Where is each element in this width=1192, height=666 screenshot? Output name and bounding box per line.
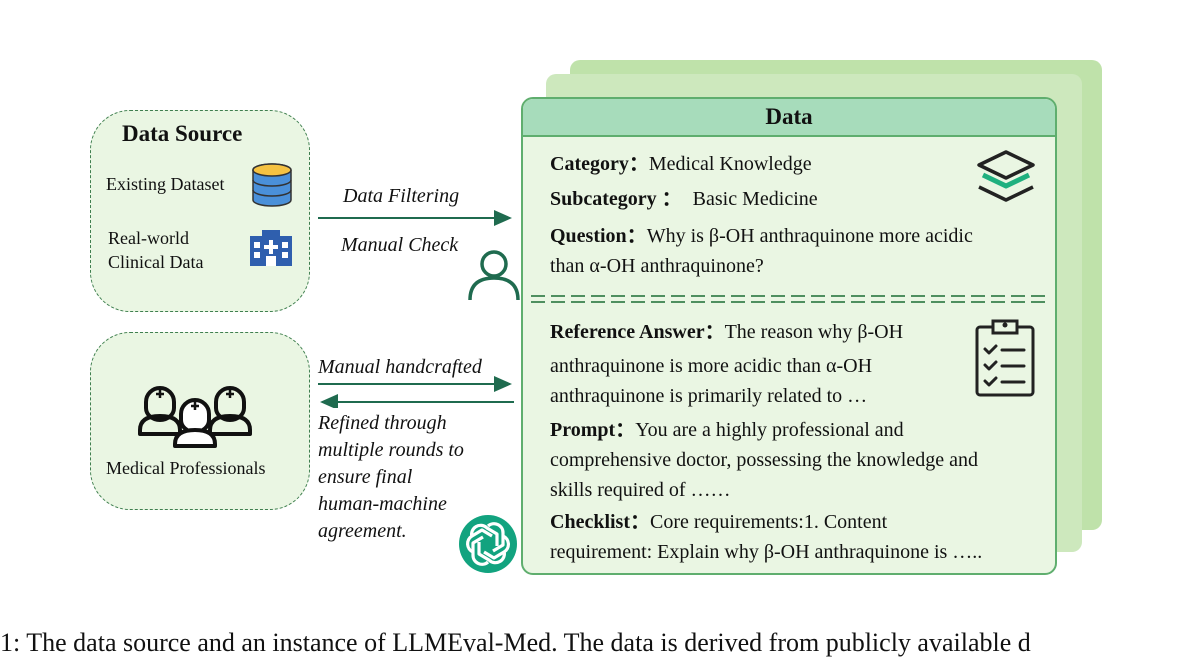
checklist-row: Checklist：Core requirements:1. Content r… (550, 507, 982, 567)
data-card: Data Category：Medical Knowledge Subcateg… (521, 97, 1057, 575)
layers-icon (977, 150, 1035, 202)
checklist-label: Checklist： (550, 511, 650, 533)
prompt-line-1: You are a highly professional and (635, 419, 904, 441)
figure-caption: 1: The data source and an instance of LL… (0, 628, 1031, 657)
subcategory-row: Subcategory ： Basic Medicine (550, 184, 818, 214)
prompt-line-3: skills required of …… (550, 479, 731, 501)
database-icon (252, 163, 292, 207)
hospital-icon (250, 230, 292, 266)
clipboard-checklist-icon (975, 319, 1035, 397)
prompt-row: Prompt：You are a highly professional and… (550, 415, 978, 505)
category-value: Medical Knowledge (648, 153, 812, 175)
refined-line-2: multiple rounds to (318, 439, 464, 461)
reference-line-2: anthraquinone is more acidic than α-OH (550, 355, 873, 377)
section-divider (531, 295, 1045, 303)
refined-line-1: Refined through (318, 412, 447, 434)
clinical-data-label-2: Clinical Data (108, 252, 204, 272)
card-header: Data (523, 99, 1055, 137)
reference-answer-label: Reference Answer： (550, 321, 725, 343)
question-line-2: than α-OH anthraquinone? (550, 255, 764, 277)
manual-check-label: Manual Check (341, 234, 459, 256)
subcategory-value: Basic Medicine (692, 188, 818, 210)
prompt-label: Prompt： (550, 419, 636, 441)
openai-logo-icon (459, 515, 517, 573)
refined-line-3: ensure final (318, 466, 413, 488)
checklist-line-2: requirement: Explain why β-OH anthraquin… (550, 541, 983, 563)
subcategory-label: Subcategory ： (550, 188, 682, 210)
existing-dataset-label: Existing Dataset (106, 174, 225, 194)
manual-handcrafted-label: Manual handcrafted (318, 356, 482, 378)
category-row: Category：Medical Knowledge (550, 149, 812, 179)
question-line-1: Why is β-OH anthraquinone more acidic (646, 225, 973, 247)
clinical-data-label-1: Real-world (108, 228, 189, 248)
question-label: Question： (550, 225, 647, 247)
data-source-title: Data Source (122, 121, 243, 146)
prompt-line-2: comprehensive doctor, possessing the kno… (550, 449, 978, 471)
data-source-box (90, 110, 310, 312)
reference-line-3: anthraquinone is primarily related to … (550, 385, 868, 407)
question-row: Question：Why is β-OH anthraquinone more … (550, 221, 973, 281)
checklist-line-1: Core requirements:1. Content (650, 511, 888, 533)
medical-professionals-label: Medical Professionals (106, 458, 266, 478)
reference-line-1: The reason why β-OH (724, 321, 904, 343)
refined-text: Refined through multiple rounds to ensur… (318, 410, 464, 545)
doctors-icon (138, 386, 252, 448)
data-filtering-label: Data Filtering (343, 185, 460, 207)
refined-line-4: human-machine (318, 493, 447, 515)
reference-answer-row: Reference Answer：The reason why β-OH ant… (550, 317, 903, 411)
category-label: Category： (550, 153, 649, 175)
refined-line-5: agreement. (318, 520, 407, 542)
arrows (318, 210, 514, 408)
person-icon (468, 250, 520, 301)
